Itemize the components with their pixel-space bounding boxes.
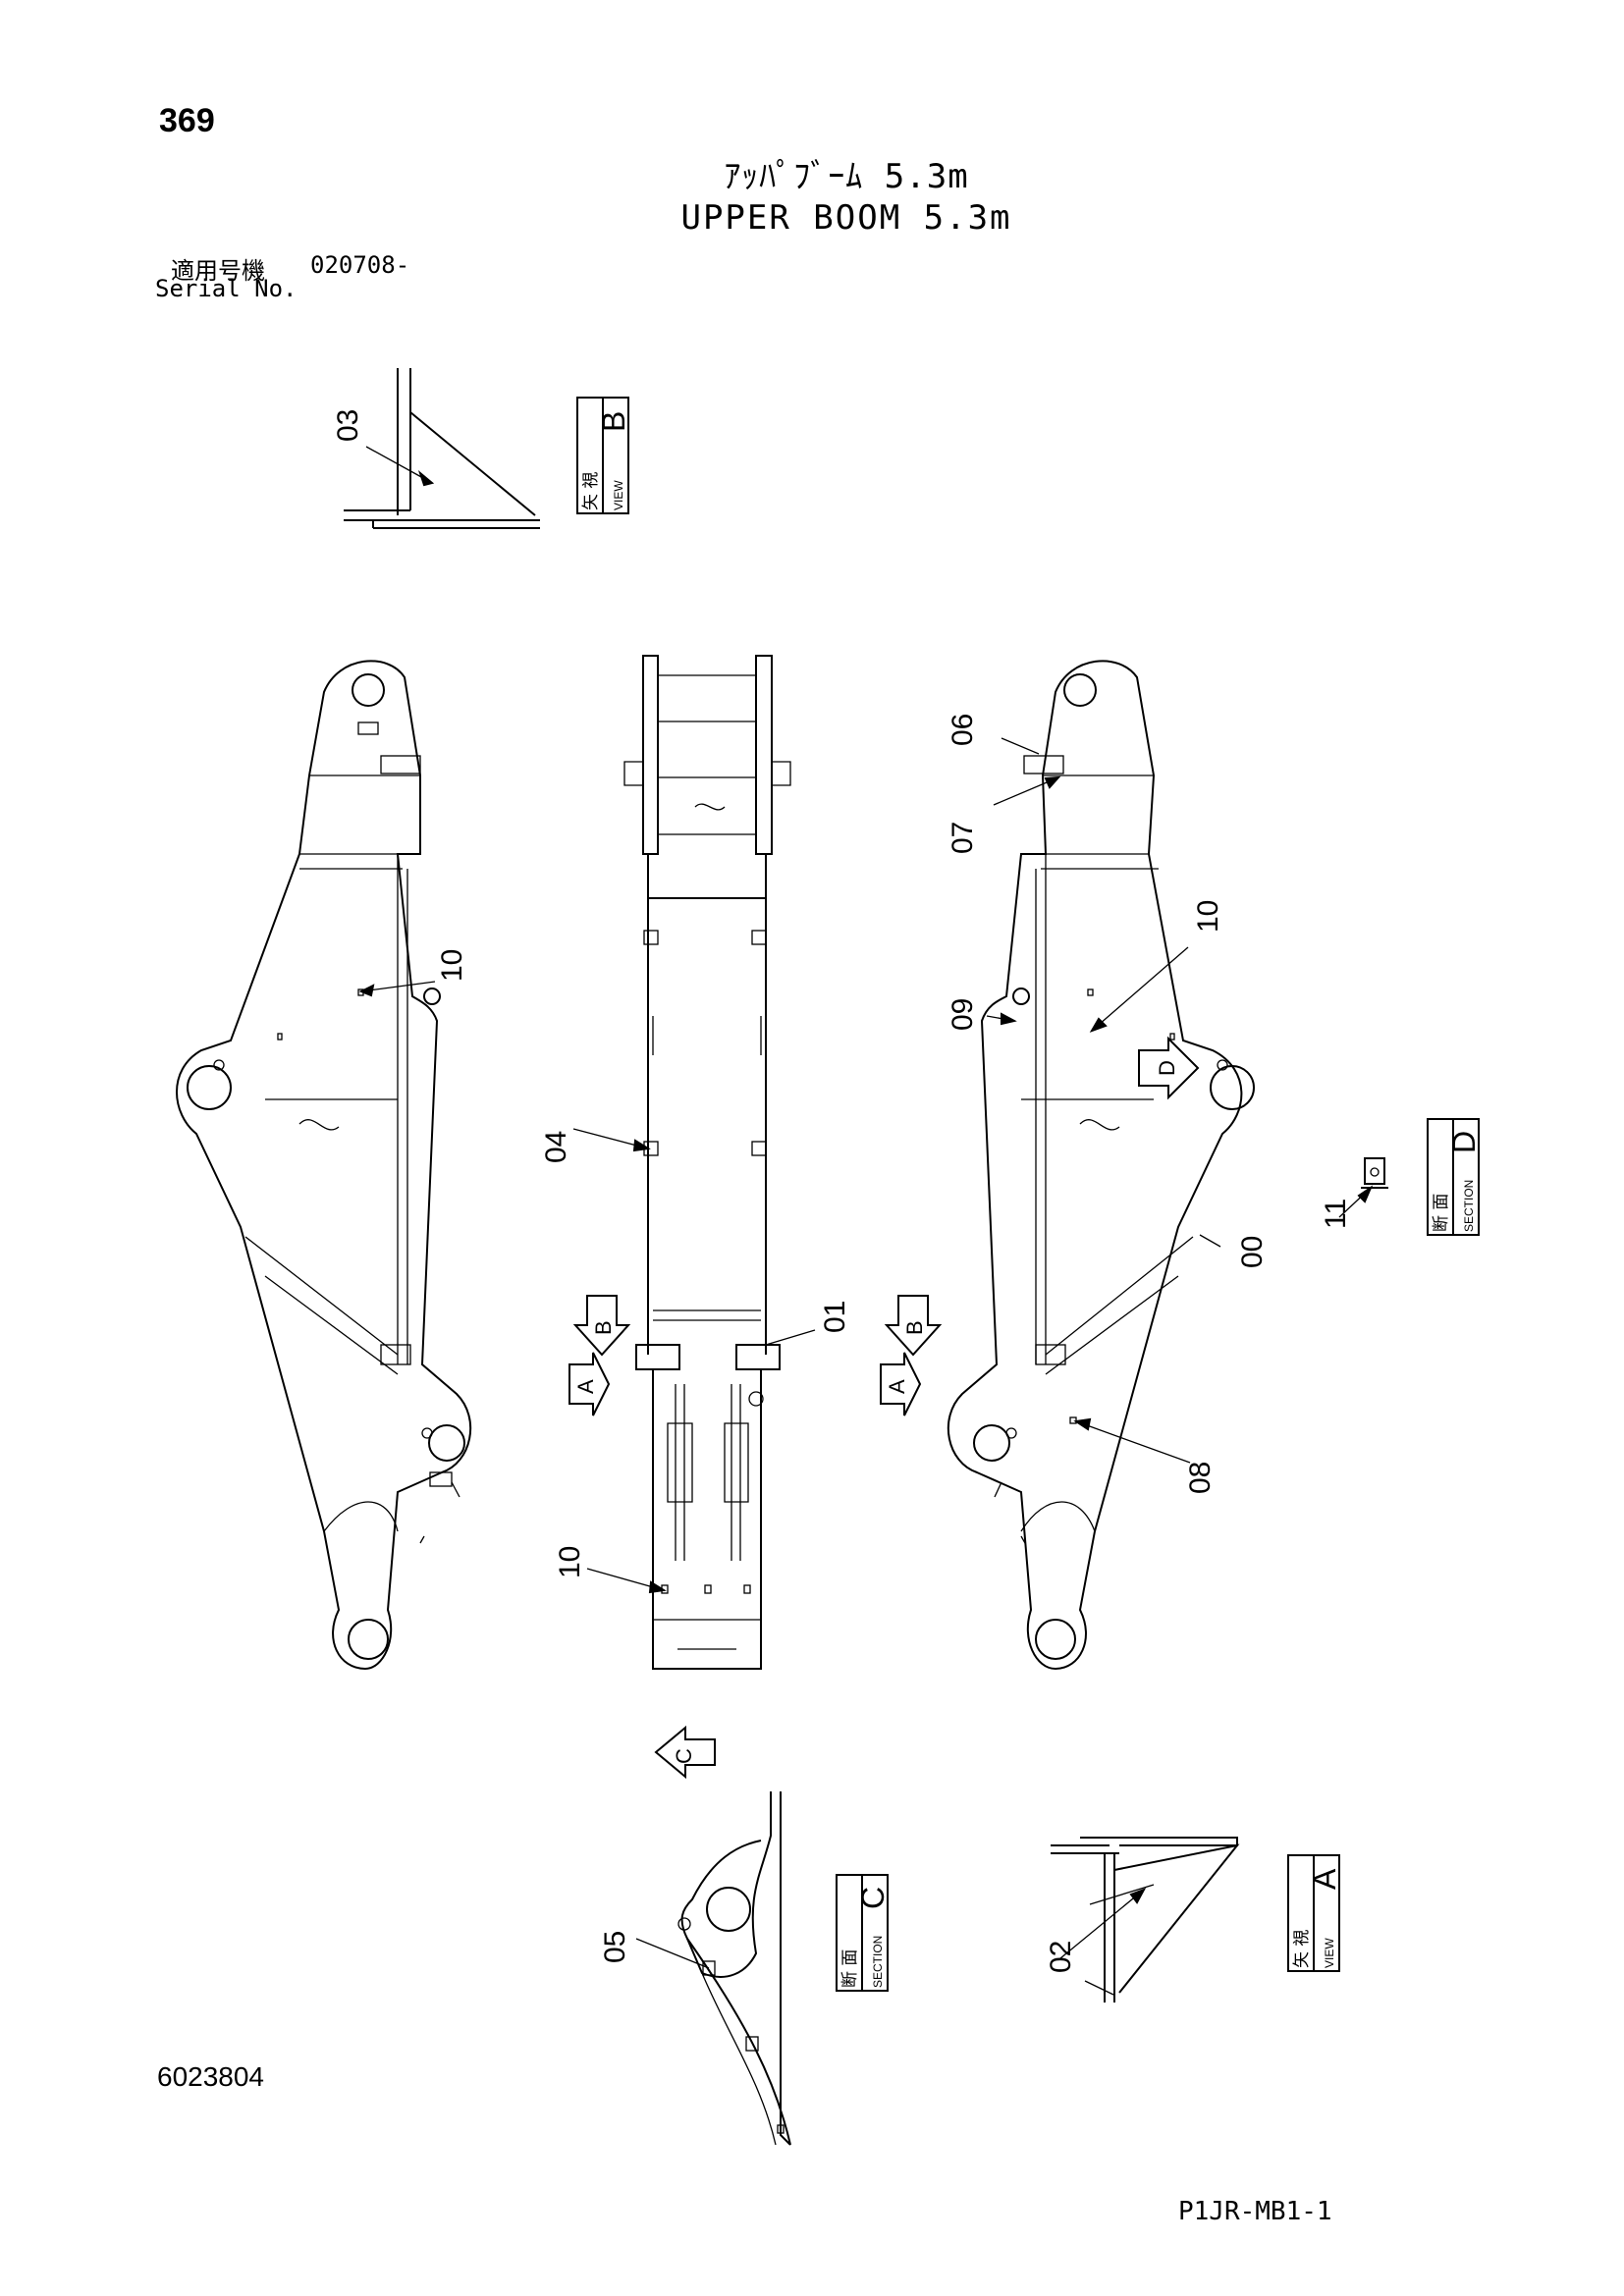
part-label-00: 00 [1236,1236,1269,1268]
arrow-marker-c: C [654,1725,716,1780]
arrow-marker-a-left: A [568,1352,611,1416]
view-a-detail: 02 [1045,1837,1240,2002]
svg-text:A: A [573,1379,598,1394]
view-b-jp: 矢 視 [581,472,601,510]
section-d-detail: 11 [1320,1157,1388,1229]
arrow-marker-b-right: B [884,1295,943,1357]
part-label-08: 08 [1184,1462,1217,1494]
part-label-06: 06 [947,714,979,746]
part-label-02: 02 [1045,1941,1077,1973]
section-d-letter: D [1446,1131,1482,1153]
svg-text:D: D [1155,1060,1179,1076]
title-english: UPPER BOOM 5.3m [680,198,1012,238]
part-label-10-left: 10 [436,949,468,982]
svg-text:A: A [885,1379,909,1394]
view-a-box: A 矢 視 VIEW [1287,1854,1342,1972]
part-label-01: 01 [819,1301,851,1333]
view-a-letter: A [1307,1868,1342,1890]
view-a-jp: 矢 視 [1292,1930,1312,1968]
section-d-jp: 断 面 [1432,1194,1451,1232]
arrow-marker-d: D [1138,1036,1200,1100]
page-code: P1JR-MB1-1 [1178,2197,1332,2226]
serial-label-english: Serial No. [155,275,298,302]
svg-text:C: C [672,1748,696,1764]
page-number: 369 [159,102,215,139]
title-japanese: ｱｯﾊﾟﾌﾞｰﾑ 5.3m [724,157,969,196]
part-label-11: 11 [1320,1199,1352,1229]
part-label-10-center: 10 [554,1546,586,1578]
section-c-letter: C [855,1887,891,1909]
view-b-box: B 矢 視 VIEW [576,397,631,514]
view-b-letter: B [596,411,631,432]
arrow-marker-a-right: A [880,1352,922,1416]
section-c-box: C 断 面 SECTION [836,1874,891,1992]
part-label-03: 03 [332,409,364,442]
serial-label-japanese: 適用号機 [171,257,265,285]
left-side-boom: 10 [176,660,472,1671]
right-side-boom: 06 07 09 10 00 08 [947,660,1269,1671]
part-label-10-right: 10 [1192,900,1224,933]
section-c-jp: 断 面 [840,1949,860,1988]
center-top-view: 04 01 10 [540,655,851,1670]
part-label-07: 07 [947,822,979,854]
svg-text:B: B [591,1320,616,1335]
section-c-en: SECTION [871,1936,885,1988]
view-a-en: VIEW [1323,1938,1336,1968]
part-label-09: 09 [947,998,979,1031]
part-label-05: 05 [599,1931,631,1963]
drawing-number: 6023804 [157,2061,265,2092]
serial-value: 020708- [310,251,410,279]
svg-text:B: B [902,1320,927,1335]
section-c-detail: 05 [599,1791,791,2146]
section-d-box: D 断 面 SECTION [1427,1118,1482,1236]
view-b-detail: 03 [332,368,540,529]
arrow-marker-b-left: B [572,1295,631,1357]
part-label-04: 04 [540,1131,572,1163]
section-d-en: SECTION [1462,1180,1476,1232]
view-b-en: VIEW [612,480,625,510]
